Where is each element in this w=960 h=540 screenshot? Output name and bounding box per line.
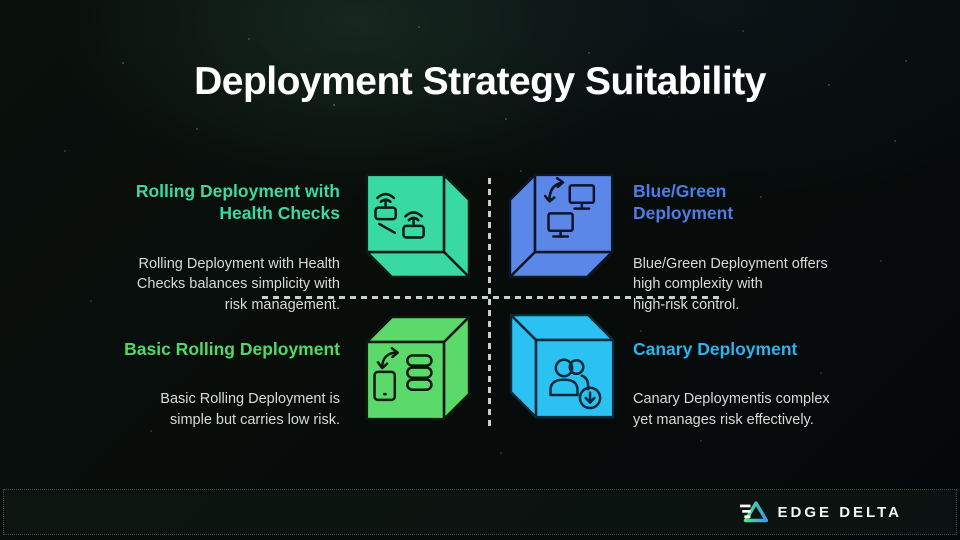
starfield-decoration [0, 0, 2, 2]
edge-delta-logo-icon [739, 501, 768, 523]
quadrant-basic-rolling: Basic Rolling Deployment Basic Rolling D… [100, 320, 340, 449]
quadrant-description: Canary Deploymentis complex yet manages … [633, 391, 830, 428]
brand-logo: EDGE DELTA [739, 500, 902, 524]
quadrant-heading: Canary Deployment [633, 339, 798, 359]
quadrant-heading: Blue/Green Deployment [633, 181, 734, 224]
monitors-swap-icon [509, 173, 614, 278]
footer-bar: EDGE DELTA [3, 489, 957, 535]
quadrant-heading: Rolling Deployment with Health Checks [135, 181, 340, 224]
divider-horizontal [262, 296, 720, 299]
router-network-icon [365, 173, 470, 278]
quadrant-description: Rolling Deployment with Health Checks ba… [136, 255, 340, 313]
quadrant-description: Basic Rolling Deployment is simple but c… [160, 391, 340, 428]
quadrant-blue-green: Blue/Green Deployment Blue/Green Deploym… [633, 162, 868, 334]
divider-vertical [488, 178, 491, 426]
brand-name: EDGE DELTA [777, 503, 902, 521]
quadrant-heading: Basic Rolling Deployment [124, 339, 340, 359]
quadrant-description: Blue/Green Deployment offers high comple… [633, 255, 828, 313]
device-database-sync-icon [365, 316, 470, 421]
page-title: Deployment Strategy Suitability [194, 60, 766, 104]
quadrant-canary: Canary Deployment Canary Deploymentis co… [633, 320, 873, 449]
quadrant-rolling-health-checks: Rolling Deployment with Health Checks Ro… [100, 162, 340, 334]
users-release-icon [510, 314, 615, 419]
